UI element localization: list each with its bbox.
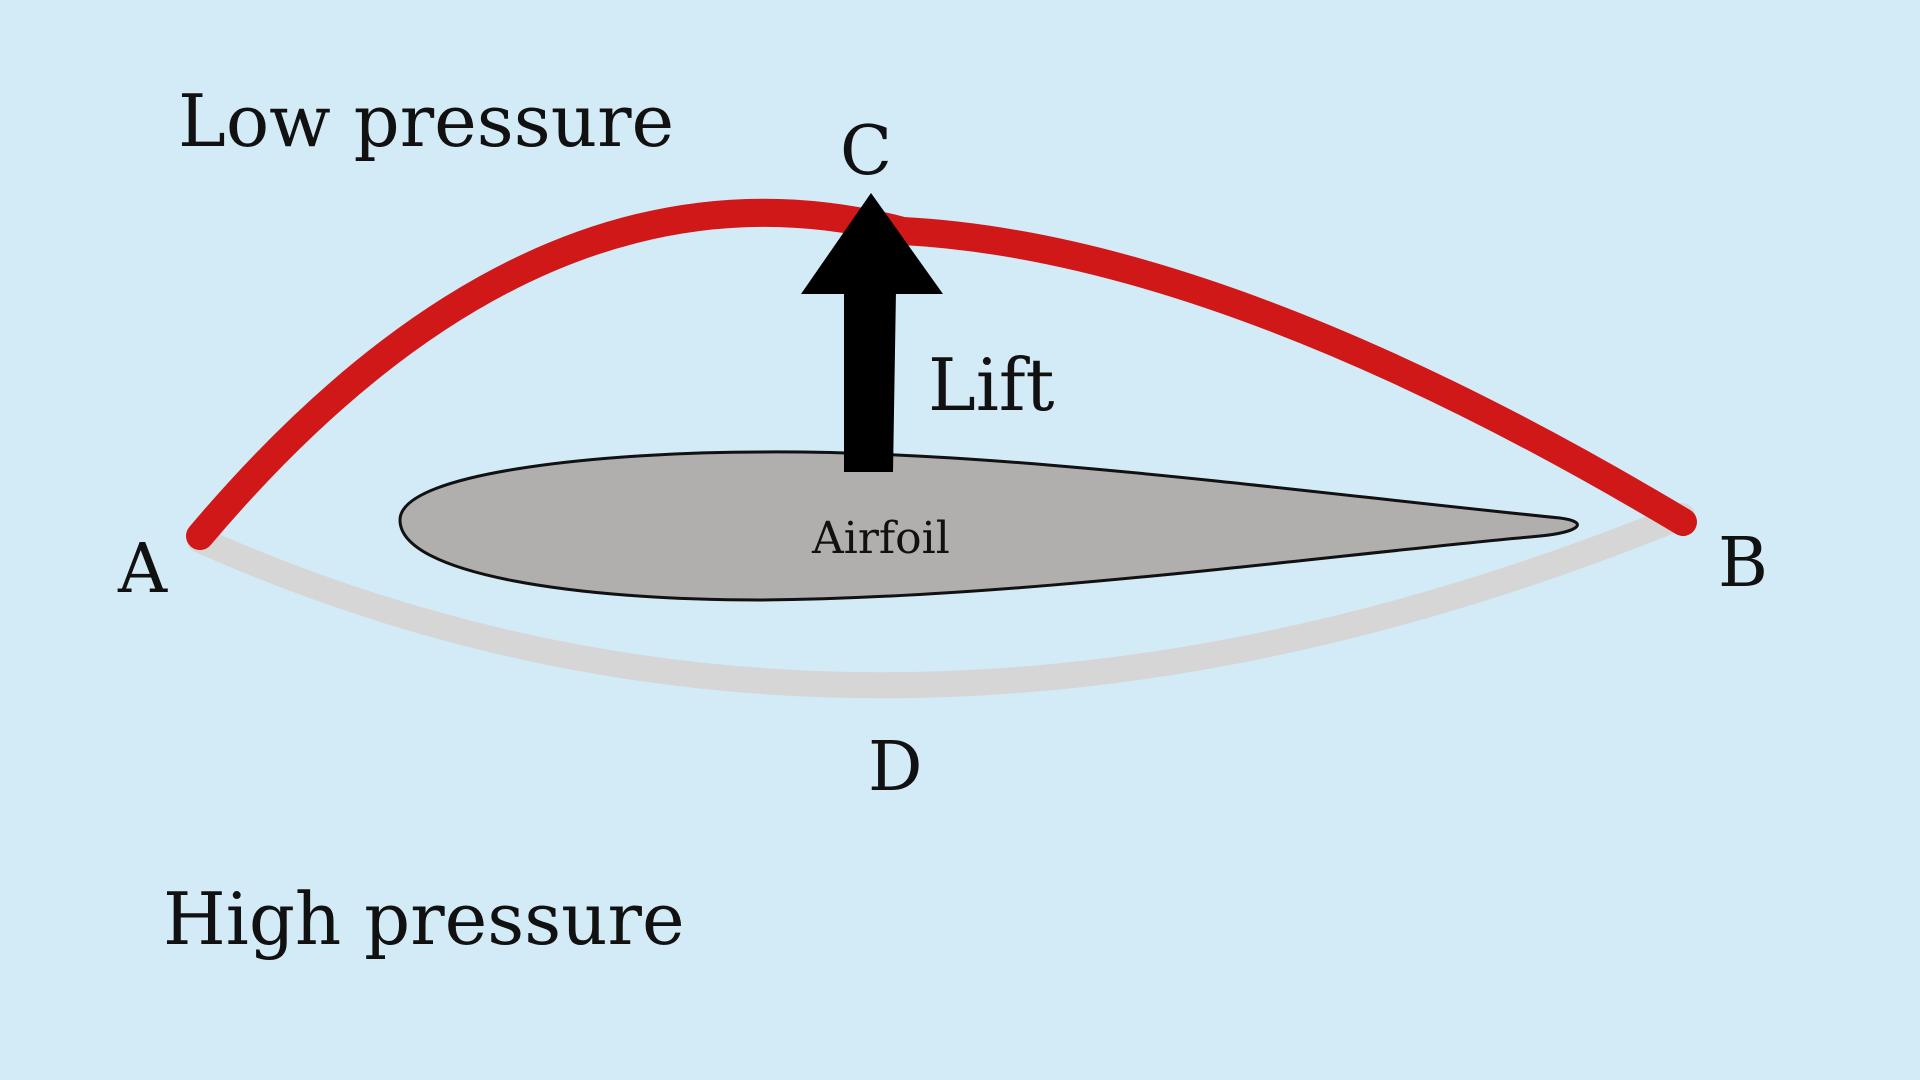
airfoil-label: Airfoil — [811, 513, 950, 564]
lift-arrow-shaft — [844, 290, 896, 472]
airfoil-shape — [398, 450, 1579, 602]
point-c-label: C — [840, 112, 892, 191]
high-pressure-label: High pressure — [163, 877, 685, 961]
lift-arrow-head — [801, 193, 943, 294]
lift-arrow — [801, 193, 943, 472]
low-pressure-label: Low pressure — [178, 79, 674, 163]
lift-label: Lift — [928, 343, 1054, 427]
point-d-label: D — [868, 728, 923, 807]
point-b-label: B — [1718, 524, 1768, 603]
point-a-label: A — [117, 530, 168, 609]
upper-flow-path — [186, 198, 1697, 550]
lower-flow-path — [187, 503, 1695, 699]
